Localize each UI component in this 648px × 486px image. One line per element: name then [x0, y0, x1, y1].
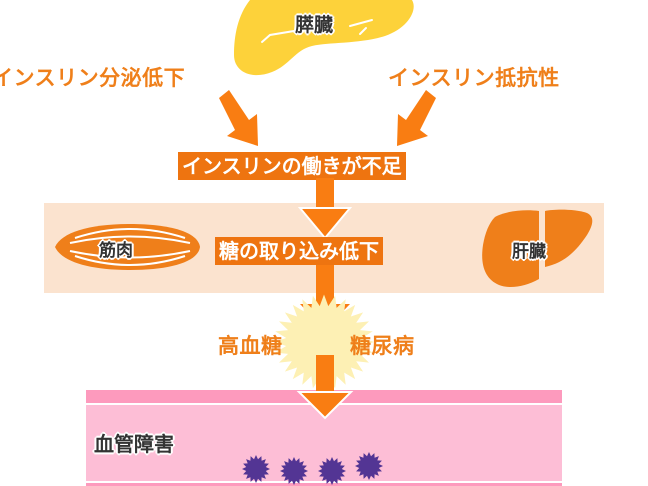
burst-shape — [274, 294, 374, 390]
vascular-damage-label: 血管障害 — [94, 432, 174, 456]
arrow-down-4 — [296, 380, 354, 420]
arrow-down-1 — [297, 178, 353, 240]
cause-insulin-resistance: インスリン抵抗性 — [388, 66, 560, 90]
pancreas-label: 膵臓 — [295, 14, 334, 36]
liver-label: 肝臓 — [512, 242, 546, 262]
plaque-particle — [355, 452, 383, 480]
pancreas-shape — [234, 0, 414, 76]
liver-icon — [482, 209, 593, 287]
diabetes-label: 糖尿病 — [350, 334, 415, 358]
muscle-label: 筋肉 — [99, 241, 133, 261]
plaque-particle — [318, 457, 346, 485]
arrow-right-diagonal — [397, 90, 436, 146]
insulin-action-deficiency-box: インスリンの働きが不足 — [178, 152, 406, 180]
plaque-particle — [242, 455, 270, 483]
plaque-particle — [280, 457, 308, 485]
cause-insulin-secretion-decline: インスリン分泌低下 — [0, 66, 186, 90]
sugar-uptake-decline-box: 糖の取り込み低下 — [215, 237, 383, 265]
hyperglycemia-label: 高血糖 — [218, 334, 283, 358]
muscle-icon — [55, 224, 200, 270]
arrow-left-diagonal — [219, 90, 258, 146]
